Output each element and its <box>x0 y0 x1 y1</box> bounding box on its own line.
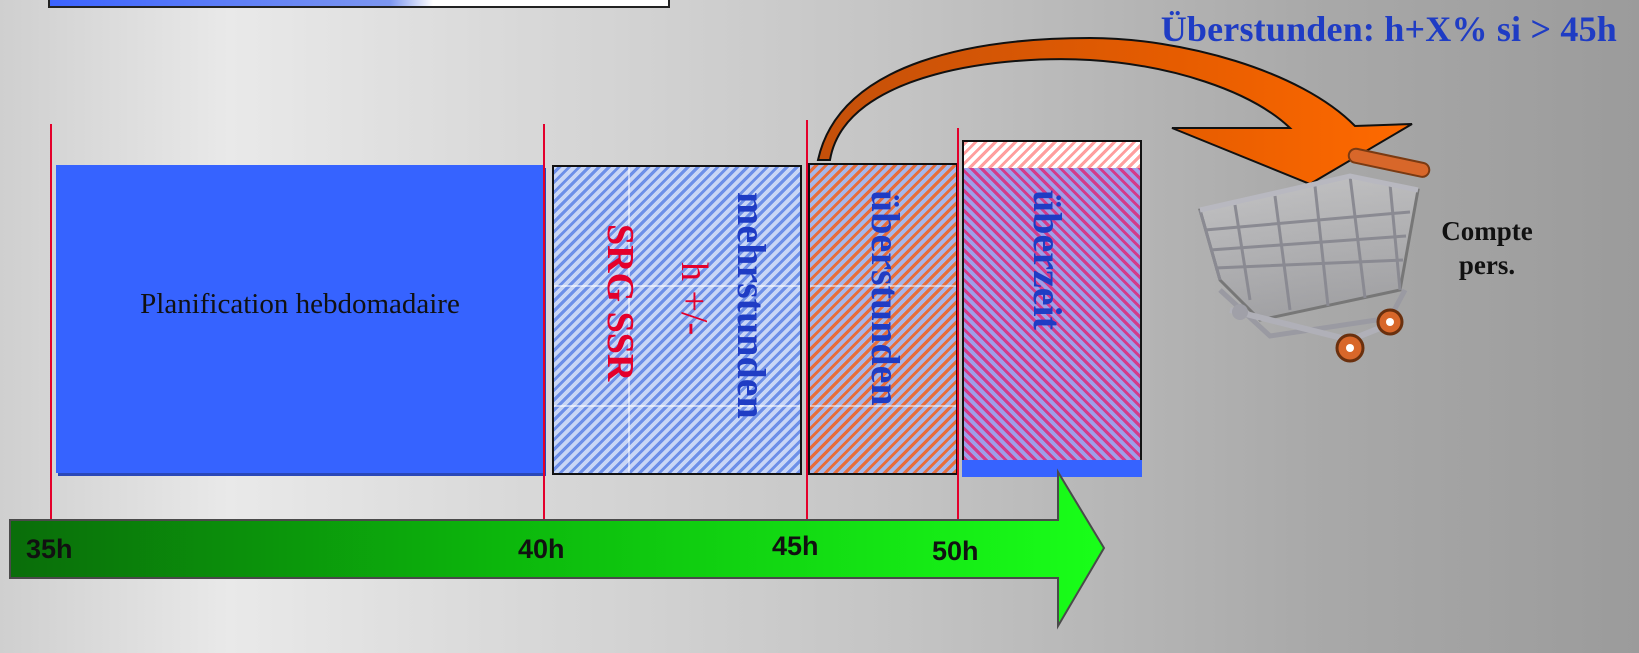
weekly-planning-label: Planification hebdomadaire <box>140 288 460 320</box>
marker-line-50h <box>957 128 959 522</box>
tick-label-40h: 40h <box>518 534 565 564</box>
mehrstunden-sub-label: h +/- <box>673 262 715 336</box>
ueberzeit-label: überzeit <box>1025 190 1070 330</box>
marker-line-35h <box>50 124 52 522</box>
curved-transfer-arrow <box>816 36 1413 186</box>
mehrstunden-label: mehrstunden <box>729 192 774 419</box>
tick-label-35h: 35h <box>26 534 73 564</box>
mehrstunden-block <box>552 165 802 475</box>
ueberzeit-top-band <box>964 142 1140 168</box>
ueberzeit-base-band <box>962 460 1142 477</box>
overtime-rule-title: Überstunden: h+X% si > 45h <box>1160 9 1617 49</box>
ueberstunden-label: überstunden <box>863 190 908 406</box>
timeline-arrow <box>9 468 1106 630</box>
weekly-planning-block <box>56 165 544 473</box>
tick-label-50h: 50h <box>932 536 979 566</box>
marker-line-45h <box>806 120 808 522</box>
personal-account-line2: pers. <box>1458 249 1516 280</box>
shopping-cart-icon <box>1198 147 1431 363</box>
marker-line-40h <box>543 124 545 522</box>
personal-account-line1: Compte <box>1441 216 1533 246</box>
srg-ssr-label: SRG SSR <box>599 224 641 382</box>
tick-label-45h: 45h <box>772 531 819 561</box>
personal-account-label: Compte pers. <box>1412 215 1562 283</box>
top-banner-box <box>48 0 670 8</box>
